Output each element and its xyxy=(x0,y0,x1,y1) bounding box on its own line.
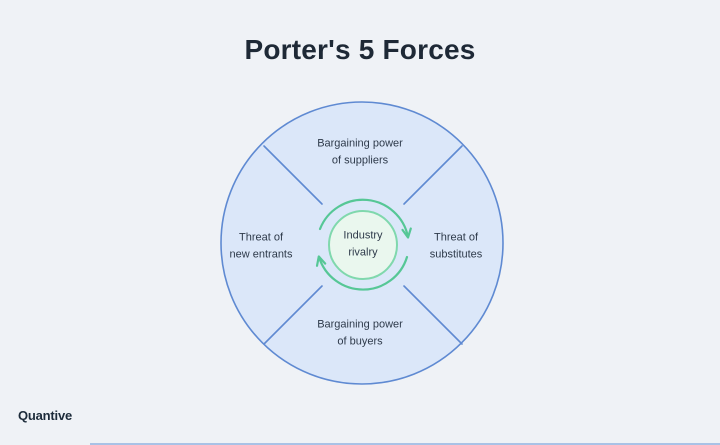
cycle-arrowhead-right xyxy=(401,227,412,239)
force-label-new-entrants: Threat of new entrants xyxy=(229,231,293,261)
force-label-industry-rivalry: Industry rivalry xyxy=(343,229,383,259)
bottom-accent-line xyxy=(90,443,720,445)
divider-line-bottom-left xyxy=(263,285,323,345)
divider-line-top-right xyxy=(403,145,463,205)
cycle-arrows-icon xyxy=(315,198,412,291)
center-circle xyxy=(328,210,398,280)
page-title: Porter's 5 Forces xyxy=(244,34,476,65)
force-label-suppliers: Bargaining power of suppliers xyxy=(317,137,403,167)
divider-line-top-left xyxy=(263,145,323,205)
cycle-arrowhead-left xyxy=(315,255,327,267)
cycle-arc-bottom xyxy=(317,255,409,291)
quantive-logo: Quantive xyxy=(18,408,73,423)
divider-line-bottom-right xyxy=(403,285,463,345)
cycle-arc-top xyxy=(318,198,410,239)
force-label-substitutes: Threat of substitutes xyxy=(429,231,483,261)
force-label-buyers: Bargaining power of buyers xyxy=(317,318,403,348)
